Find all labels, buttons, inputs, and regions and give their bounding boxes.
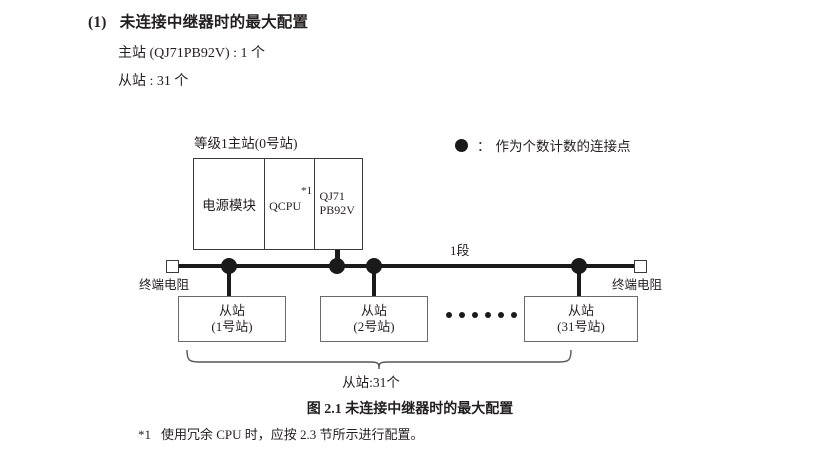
module-qj71pb92v-line2: PB92V: [319, 203, 355, 217]
ellipsis-dot: [459, 312, 465, 318]
slave-station-31-number: (31号站): [557, 319, 605, 334]
filled-circle-icon: [455, 138, 468, 152]
drop-line-slave1: [226, 266, 232, 296]
module-qcpu: *1 QCPU: [265, 159, 315, 249]
slave-station-1-number: (1号站): [211, 319, 253, 334]
section-line-master: 主站 (QJ71PB92V) : 1 个: [118, 46, 266, 61]
footnote-text: 使用冗余 CPU 时，应按 2.3 节所示进行配置。: [161, 427, 424, 442]
drop-line-slave31: [576, 266, 582, 296]
ellipsis-dot: [485, 312, 491, 318]
section-line-slave: 从站 : 31 个: [118, 74, 189, 89]
legend-separator: ：: [477, 139, 491, 154]
slave-station-31: 从站 (31号站): [524, 296, 638, 342]
terminator-left-label: 终端电阻: [139, 278, 190, 292]
terminator-right-icon: [634, 259, 647, 273]
module-qcpu-label: QCPU: [269, 199, 302, 213]
slave-count-brace: [186, 349, 572, 370]
section-title-text: 未连接中继器时的最大配置: [119, 14, 309, 31]
section-heading: (1) 未连接中继器时的最大配置: [88, 10, 308, 32]
ellipsis-dot: [446, 312, 452, 318]
fieldbus-trunk-line: [178, 263, 636, 268]
figure-caption: 图 2.1 未连接中继器时的最大配置: [306, 402, 514, 417]
slave-station-2-title: 从站: [360, 303, 387, 318]
ellipsis-dot: [511, 312, 517, 318]
legend: ： 作为个数计数的连接点: [455, 135, 631, 155]
terminator-right-label: 终端电阻: [612, 278, 663, 292]
segment-count-label: 1段: [450, 243, 470, 258]
terminator-left-icon: [166, 259, 179, 273]
slave-station-2-number: (2号站): [353, 319, 395, 334]
ellipsis-dot: [472, 312, 478, 318]
slave-station-1-title: 从站: [218, 303, 245, 318]
legend-label: 作为个数计数的连接点: [495, 139, 631, 154]
module-qj71pb92v-line1: QJ71: [319, 189, 345, 203]
slave-station-1: 从站 (1号站): [178, 296, 286, 342]
footnote-ref-icon: *1: [301, 185, 313, 197]
slave-station-2: 从站 (2号站): [320, 296, 428, 342]
module-power-supply: 电源模块: [194, 159, 266, 249]
connection-node-master: [329, 258, 345, 274]
drop-line-slave2: [371, 266, 377, 296]
section-number: (1): [88, 14, 107, 31]
module-power-supply-label: 电源模块: [202, 198, 257, 213]
footnote: *1 使用冗余 CPU 时，应按 2.3 节所示进行配置。: [138, 424, 424, 443]
slave-count-label: 从站:31个: [342, 375, 400, 390]
ellipsis-dots: [446, 312, 517, 318]
master-rack-label: 等级1主站(0号站): [194, 136, 298, 151]
slave-station-31-title: 从站: [567, 303, 594, 318]
ellipsis-dot: [498, 312, 504, 318]
footnote-mark: *1: [138, 427, 151, 442]
